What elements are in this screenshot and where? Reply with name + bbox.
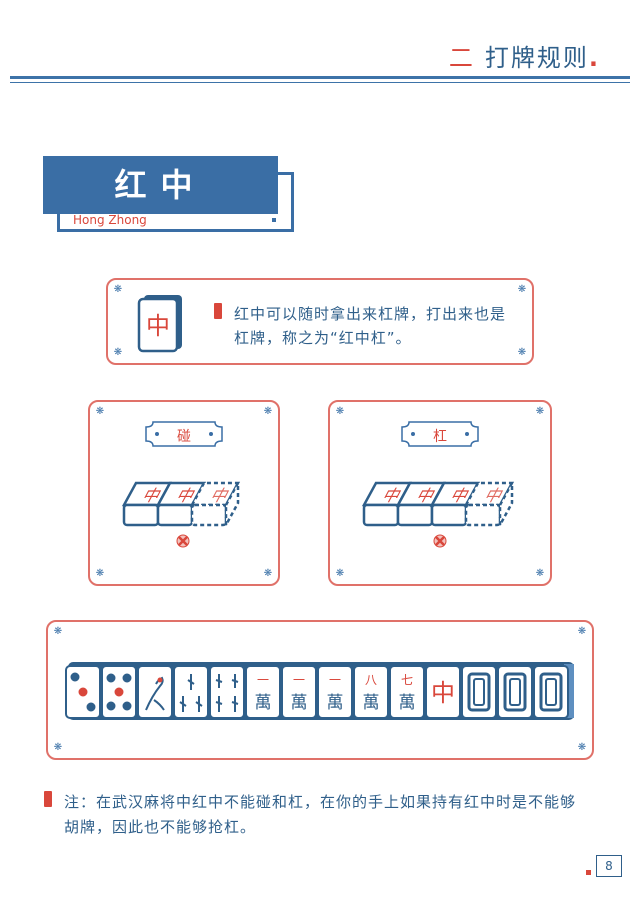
chapter-number: 二 — [448, 44, 475, 72]
section-subtitle: Hong Zhong — [73, 213, 147, 227]
svg-text:萬: 萬 — [327, 693, 344, 713]
chapter-title: 打牌规则 — [484, 44, 589, 72]
snowflake-icon: ❋ — [95, 406, 105, 417]
header-rule-thin — [10, 82, 630, 83]
chapter-heading: 二打牌规则. — [449, 38, 600, 73]
snowflake-icon: ❋ — [53, 742, 63, 753]
svg-text:萬: 萬 — [291, 693, 308, 713]
svg-text:八: 八 — [365, 673, 377, 687]
section-title: 红中 — [114, 166, 207, 204]
page-dot — [586, 870, 591, 875]
hongzhong-tile-icon: 中 — [137, 295, 182, 353]
peng-tiles: 中 中 中 — [121, 481, 241, 527]
bookmark-icon — [214, 303, 222, 319]
snowflake-icon: ❋ — [577, 626, 587, 637]
intro-text: 红中可以随时拿出来杠牌，打出来也是杠牌，称之为“红中杠”。 — [234, 305, 507, 347]
svg-text:一: 一 — [329, 673, 341, 687]
bookmark-icon — [44, 791, 52, 807]
page-number: 8 — [596, 855, 622, 877]
section-dot — [272, 218, 276, 222]
svg-text:一: 一 — [257, 673, 269, 687]
gang-tiles: 中 中 中 中 — [361, 481, 515, 527]
hand-tiles: 一 一 一 八 七 萬 萬 萬 萬 萬 中 — [65, 662, 574, 720]
snowflake-icon: ❋ — [535, 568, 545, 579]
svg-text:萬: 萬 — [399, 693, 416, 713]
svg-text:萬: 萬 — [363, 693, 380, 713]
snowflake-icon: ❋ — [517, 284, 527, 295]
snowflake-icon: ❋ — [113, 284, 123, 295]
label-plate — [401, 421, 479, 447]
snowflake-icon: ❋ — [113, 347, 123, 358]
svg-text:一: 一 — [293, 673, 305, 687]
note-text: 注：在武汉麻将中红中不能碰和杠，在你的手上如果持有红中时是不能够胡牌，因此也不能… — [64, 793, 577, 836]
svg-text:中: 中 — [431, 679, 455, 707]
snowflake-icon: ❋ — [53, 626, 63, 637]
chapter-dot: . — [588, 44, 600, 72]
svg-text:萬: 萬 — [255, 693, 272, 713]
tile-char: 中 — [146, 312, 170, 340]
peng-label: 碰 — [177, 429, 191, 445]
cross-icon — [176, 534, 190, 548]
cross-icon — [433, 534, 447, 548]
snowflake-icon: ❋ — [335, 406, 345, 417]
snowflake-icon: ❋ — [95, 568, 105, 579]
snowflake-icon: ❋ — [517, 347, 527, 358]
gang-label: 杠 — [433, 429, 447, 445]
header-rule-thick — [10, 76, 630, 79]
snowflake-icon: ❋ — [263, 406, 273, 417]
svg-text:七: 七 — [401, 673, 413, 687]
snowflake-icon: ❋ — [577, 742, 587, 753]
label-plate — [145, 421, 223, 447]
snowflake-icon: ❋ — [335, 568, 345, 579]
section-title-box — [43, 156, 278, 214]
snowflake-icon: ❋ — [263, 568, 273, 579]
snowflake-icon: ❋ — [535, 406, 545, 417]
